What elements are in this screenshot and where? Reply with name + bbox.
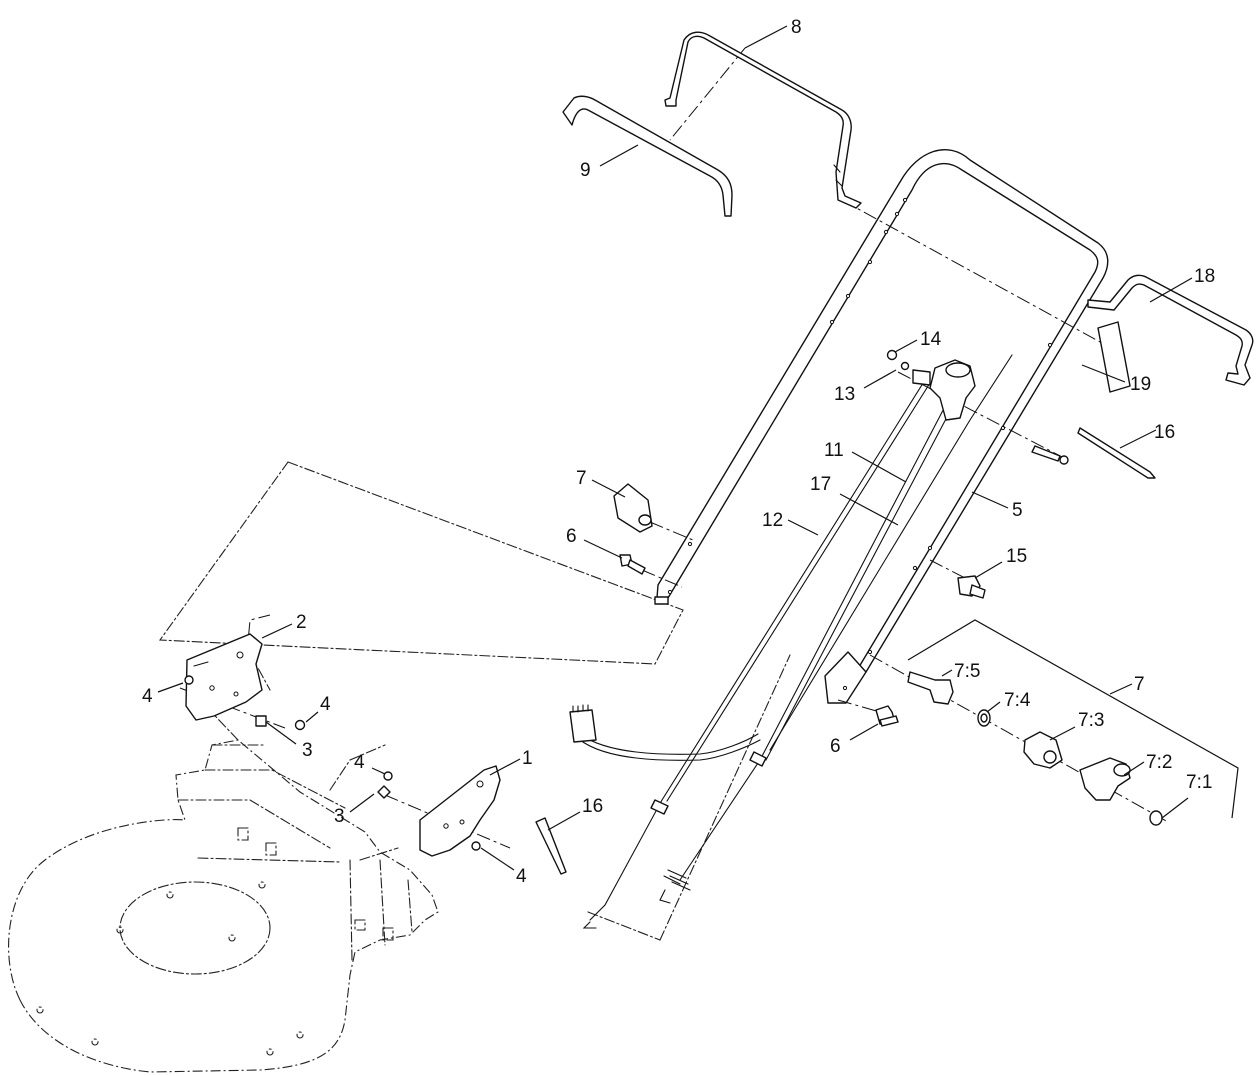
callout-9: 9	[580, 160, 591, 181]
callout-15: 15	[1006, 546, 1027, 567]
callout-7-4: 7:4	[1004, 690, 1031, 711]
cable-tie-16	[535, 817, 567, 875]
callout-18: 18	[1194, 266, 1215, 287]
assembly-lines	[158, 461, 791, 941]
mower-deck-ghost	[8, 667, 439, 1073]
callout-17: 17	[810, 474, 831, 495]
cables	[569, 354, 1013, 929]
callout-13: 13	[834, 384, 855, 405]
callout-7-2: 7:2	[1146, 752, 1172, 773]
callout-7-upper: 7	[576, 468, 587, 489]
callout-3-b: 3	[334, 806, 345, 827]
control-housing	[886, 349, 976, 421]
bar-9	[562, 95, 733, 217]
callout-labels: 8 9 18 14 13 19 16 11 7 17 5 12 6 15 2 7…	[142, 17, 1215, 887]
grip-19	[1097, 321, 1131, 393]
callout-16-left: 16	[582, 796, 603, 817]
callout-1: 1	[522, 748, 533, 769]
callout-19: 19	[1130, 374, 1151, 395]
leader-lines	[157, 25, 1193, 871]
callout-14: 14	[920, 329, 942, 350]
bracket-1	[377, 765, 501, 857]
callout-4-a: 4	[142, 686, 153, 707]
callout-7-lower: 7	[1134, 674, 1145, 695]
knob-assembly-7	[875, 619, 1239, 826]
callout-3-a: 3	[302, 740, 313, 761]
center-lines	[179, 47, 1169, 849]
bail-8	[664, 31, 862, 209]
callout-16-right: 16	[1154, 422, 1175, 443]
bail-18	[1087, 274, 1254, 386]
callout-4-b: 4	[320, 694, 331, 715]
callout-8: 8	[791, 17, 802, 38]
callout-4-d: 4	[516, 866, 527, 887]
upper-handle	[654, 149, 1109, 704]
callout-7-5: 7:5	[954, 661, 980, 682]
callout-7-1: 7:1	[1186, 772, 1212, 793]
callout-6-upper: 6	[566, 526, 577, 547]
callout-11: 11	[824, 440, 844, 461]
callout-4-c: 4	[354, 752, 365, 773]
callout-2: 2	[296, 612, 307, 633]
callout-7-3: 7:3	[1078, 710, 1104, 731]
callout-5: 5	[1012, 500, 1023, 521]
callout-6-lower: 6	[830, 736, 841, 757]
small-parts-upper	[613, 427, 1156, 599]
bracket-2	[184, 633, 306, 731]
callout-12: 12	[762, 510, 783, 531]
